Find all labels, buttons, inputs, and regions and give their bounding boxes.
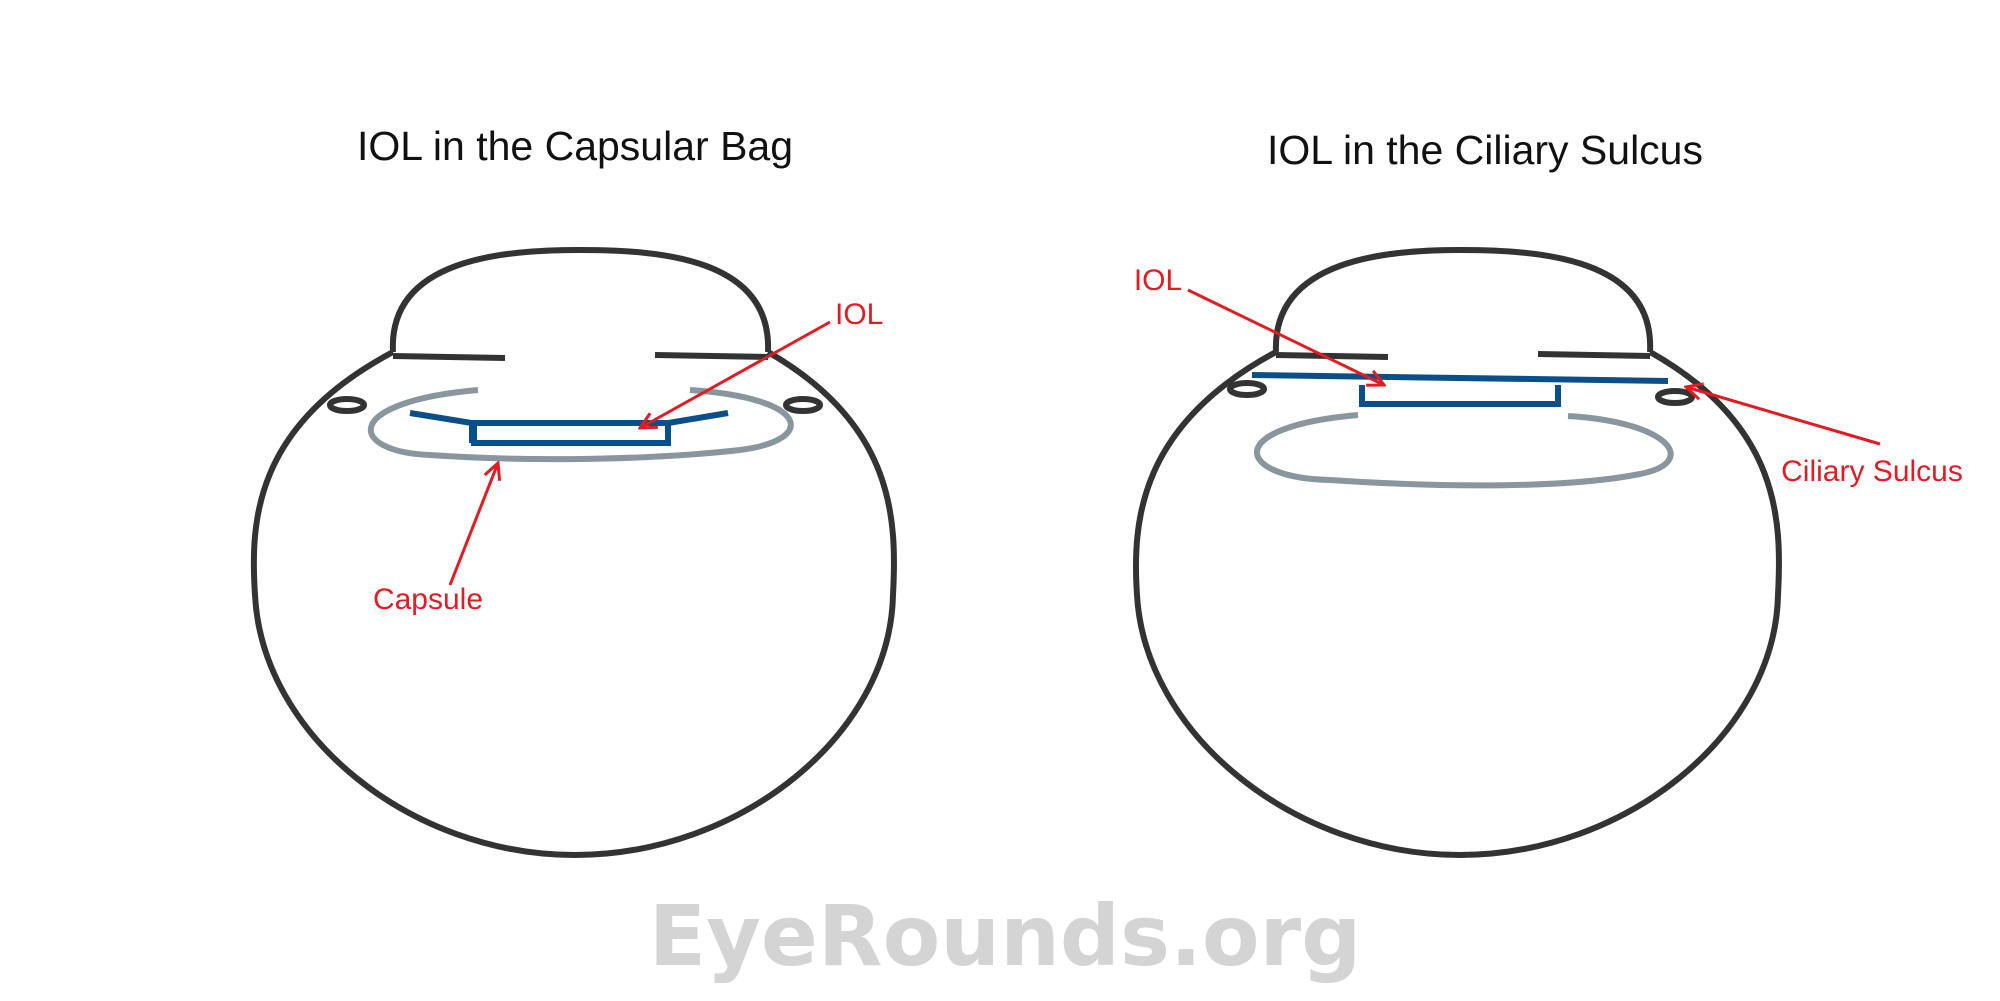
ciliary-sulcus-label: Ciliary Sulcus xyxy=(1781,455,1963,488)
iol-label: IOL xyxy=(835,298,883,331)
capsule-outline xyxy=(367,387,794,463)
iris-left xyxy=(1275,352,1389,360)
capsule-label: Capsule xyxy=(373,583,483,616)
iol-pointer-arrow xyxy=(1187,288,1384,385)
iol-label: IOL xyxy=(1134,264,1182,297)
iol-pointer-arrow xyxy=(640,320,831,428)
ciliary-body-left xyxy=(1227,380,1267,398)
iol-haptic xyxy=(1251,372,1669,384)
iris-right xyxy=(1537,351,1651,359)
ciliary-sulcus-pointer-arrow xyxy=(1686,387,1881,446)
capsule-outline xyxy=(1254,412,1674,489)
eyerounds-watermark: EyeRounds.org xyxy=(649,887,1361,985)
cornea-outline xyxy=(389,246,772,353)
ciliary-body-left xyxy=(327,396,367,414)
capsular-bag-title: IOL in the Capsular Bag xyxy=(357,123,793,169)
iol-optic xyxy=(471,420,671,446)
capsular-bag-panel: IOL in the Capsular Bag IOL Capsule xyxy=(250,123,897,859)
globe-outline xyxy=(250,349,897,859)
ciliary-body-right xyxy=(783,396,823,414)
cornea-outline xyxy=(1272,246,1654,353)
iris-right xyxy=(654,352,769,360)
capsule-pointer-arrow xyxy=(448,463,498,586)
iol-haptic-right xyxy=(665,410,729,443)
ciliary-sulcus-title: IOL in the Ciliary Sulcus xyxy=(1267,127,1703,173)
iol-haptic-left xyxy=(409,410,475,443)
ciliary-body-right xyxy=(1655,388,1695,406)
globe-outline xyxy=(1132,349,1782,859)
iris-left xyxy=(392,353,506,361)
ciliary-sulcus-panel: IOL in the Ciliary Sulcus IOL Ciliary Su… xyxy=(1132,127,1963,859)
iol-optic xyxy=(1359,385,1561,407)
